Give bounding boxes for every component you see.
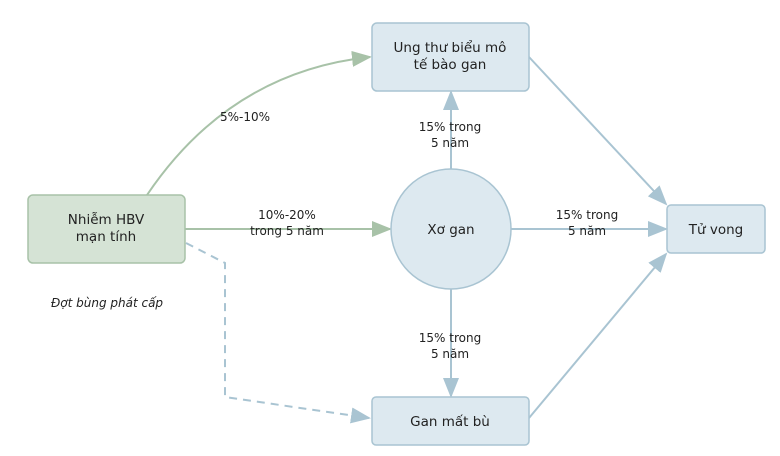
node-death: Tử vong (666, 204, 766, 254)
edge-hbv-to-decomp-dashed (185, 242, 371, 424)
label-hbv-cirrhosis-1: 10%-20% (258, 208, 316, 222)
node-decomp-label: Gan mất bù (410, 414, 490, 430)
node-hbv-line2: mạn tính (76, 229, 136, 245)
label-cirrhosis-decomp-1: 15% trong (419, 331, 481, 345)
label-cirrhosis-death-1: 15% trong (556, 208, 618, 222)
node-hbv: Nhiễm HBV mạn tính (27, 194, 186, 264)
label-cirrhosis-hcc-2: 5 năm (431, 136, 469, 150)
node-death-label: Tử vong (688, 222, 743, 238)
node-hcc: Ung thư biểu mô tế bào gan (371, 22, 530, 92)
node-hbv-line1: Nhiễm HBV (68, 211, 145, 228)
edge-hcc-to-death (528, 56, 668, 206)
label-acute-flare: Đợt bùng phát cấp (51, 296, 163, 310)
node-hcc-line1: Ung thư biểu mô (394, 39, 507, 56)
label-hbv-cirrhosis-2: trong 5 năm (250, 224, 324, 238)
label-cirrhosis-decomp-2: 5 năm (431, 347, 469, 361)
edge-hbv-to-hcc (146, 50, 372, 196)
node-cirrhosis: Xơ gan (390, 168, 512, 290)
node-decomp: Gan mất bù (371, 396, 530, 446)
edge-decomp-to-death (528, 252, 668, 419)
label-cirrhosis-death-2: 5 năm (568, 224, 606, 238)
label-hbv-hcc: 5%-10% (220, 110, 270, 124)
node-hcc-line2: tế bào gan (414, 56, 487, 73)
label-cirrhosis-hcc-1: 15% trong (419, 120, 481, 134)
node-cirrhosis-label: Xơ gan (427, 222, 474, 238)
